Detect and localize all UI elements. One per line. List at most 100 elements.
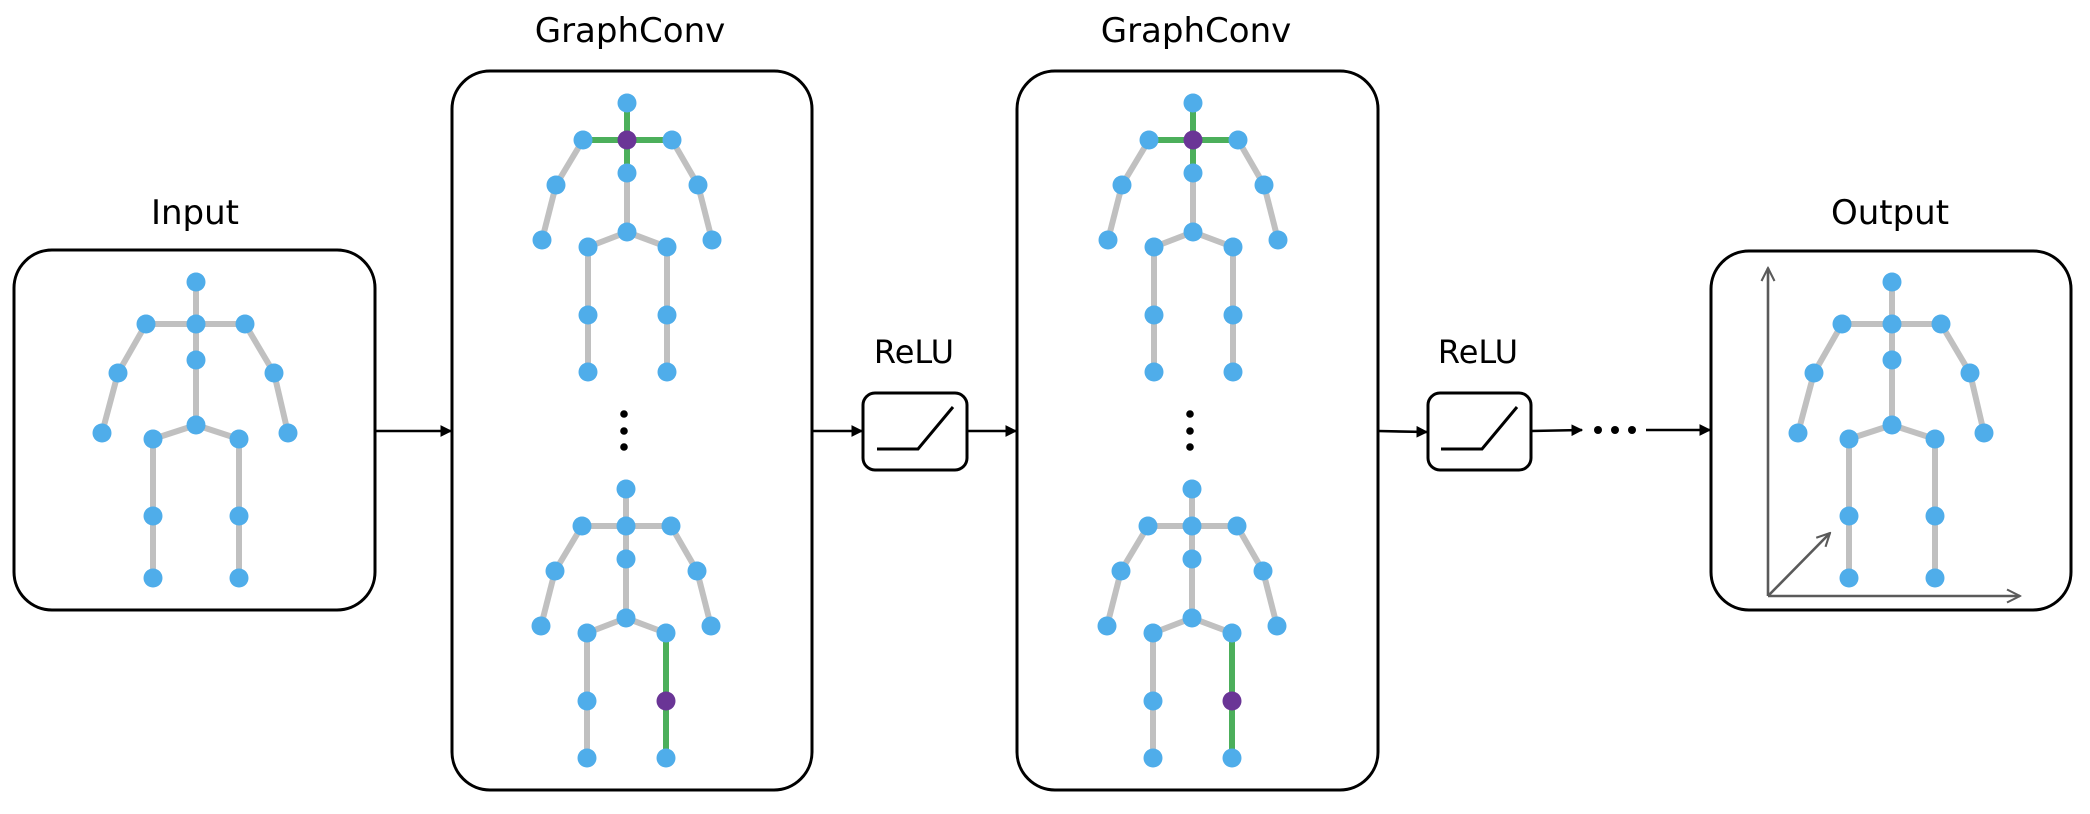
joint-spine bbox=[1182, 549, 1202, 569]
joint-r_hip bbox=[656, 623, 676, 643]
joint-l_shoulder bbox=[573, 130, 593, 150]
joint-neck bbox=[186, 314, 206, 334]
joint-l_ankle bbox=[143, 568, 163, 588]
joint-pelvis bbox=[1182, 608, 1202, 628]
ellipsis-dot bbox=[1186, 443, 1194, 451]
joint-l_wrist bbox=[1097, 616, 1117, 636]
arrow-relu-2-to-continuation bbox=[1530, 424, 1584, 437]
joint-l_shoulder bbox=[572, 516, 592, 536]
joint-l_shoulder bbox=[1138, 516, 1158, 536]
joint-l_elbow bbox=[1111, 561, 1131, 581]
joint-spine bbox=[186, 350, 206, 370]
joint-head bbox=[1183, 93, 1203, 113]
joint-pelvis bbox=[1882, 415, 1902, 435]
joint-spine bbox=[1183, 163, 1203, 183]
joint-r_shoulder bbox=[1931, 314, 1951, 334]
skeleton-bone bbox=[271, 372, 291, 434]
joint-l_ankle bbox=[1143, 748, 1163, 768]
joint-l_ankle bbox=[578, 362, 598, 382]
joint-r_knee bbox=[657, 305, 677, 325]
relu-1-title: ReLU bbox=[874, 333, 954, 371]
joint-l_wrist bbox=[532, 230, 552, 250]
joint-r_ankle bbox=[1925, 568, 1945, 588]
relu-1-box bbox=[861, 391, 969, 472]
joint-r_hip bbox=[229, 429, 249, 449]
ellipsis-dot bbox=[1611, 426, 1619, 434]
input-skeleton bbox=[92, 272, 298, 588]
joint-neck bbox=[1882, 314, 1902, 334]
joint-neck bbox=[616, 516, 636, 536]
joint-r_wrist bbox=[1268, 230, 1288, 250]
joint-r_hip bbox=[1223, 237, 1243, 257]
skeleton-bone bbox=[1967, 372, 1987, 434]
joint-r_wrist bbox=[1267, 616, 1287, 636]
joint-l_elbow bbox=[1112, 175, 1132, 195]
joint-r_shoulder bbox=[1227, 516, 1247, 536]
joint-r_knee bbox=[1925, 506, 1945, 526]
ellipsis-dot bbox=[620, 443, 628, 451]
relu-1-activation-icon bbox=[877, 406, 955, 451]
joint-r_ankle bbox=[229, 568, 249, 588]
graphconv-1-title: GraphConv bbox=[535, 11, 726, 51]
joint-r_elbow bbox=[1253, 561, 1273, 581]
joint-r_wrist bbox=[1974, 423, 1994, 443]
joint-r_shoulder bbox=[662, 130, 682, 150]
arrow-graphconv-2-to-relu-2 bbox=[1377, 425, 1429, 438]
joint-l_knee bbox=[577, 691, 597, 711]
ellipsis-dot bbox=[620, 427, 628, 435]
ellipsis-dot bbox=[620, 410, 628, 418]
joint-l_knee bbox=[1839, 506, 1859, 526]
ellipsis-dot bbox=[1186, 427, 1194, 435]
joint-l_hip bbox=[578, 237, 598, 257]
joint-r_ankle bbox=[1222, 748, 1242, 768]
output-skeleton bbox=[1788, 272, 1994, 588]
joint-head bbox=[617, 93, 637, 113]
skeleton-bone bbox=[99, 372, 121, 434]
joint-r_shoulder bbox=[1228, 130, 1248, 150]
z-axis-arrow bbox=[1767, 533, 1830, 597]
output-title: Output bbox=[1831, 193, 1949, 233]
joint-r_knee bbox=[1223, 305, 1243, 325]
graphconv-1-top-skeleton bbox=[532, 93, 722, 382]
joint-l_hip bbox=[1144, 237, 1164, 257]
joint-l_knee bbox=[1144, 305, 1164, 325]
joint-l_knee bbox=[143, 506, 163, 526]
joint-r_ankle bbox=[656, 748, 676, 768]
joint-r_hip bbox=[657, 237, 677, 257]
center-joint-r_knee bbox=[656, 691, 676, 711]
output-3d-axes bbox=[1768, 268, 2020, 596]
relu-2-activation-icon bbox=[1441, 406, 1519, 451]
center-joint-neck bbox=[617, 130, 637, 150]
joint-head bbox=[1882, 272, 1902, 292]
joint-pelvis bbox=[186, 415, 206, 435]
joint-l_hip bbox=[577, 623, 597, 643]
graphconv-2-bottom-skeleton bbox=[1097, 479, 1287, 768]
joint-r_wrist bbox=[278, 423, 298, 443]
graphconv-1-bottom-skeleton bbox=[531, 479, 721, 768]
joint-spine bbox=[1882, 350, 1902, 370]
joint-l_knee bbox=[578, 305, 598, 325]
graphconv-2-vertical-ellipsis bbox=[1186, 410, 1194, 451]
joint-l_shoulder bbox=[1832, 314, 1852, 334]
ellipsis-dot bbox=[1186, 410, 1194, 418]
joint-r_wrist bbox=[702, 230, 722, 250]
joint-head bbox=[186, 272, 206, 292]
ellipsis-dot bbox=[1628, 426, 1636, 434]
center-joint-neck bbox=[1183, 130, 1203, 150]
joint-l_ankle bbox=[577, 748, 597, 768]
joint-spine bbox=[616, 549, 636, 569]
joint-r_shoulder bbox=[235, 314, 255, 334]
joint-l_ankle bbox=[1839, 568, 1859, 588]
relu-2-title: ReLU bbox=[1438, 333, 1518, 371]
joint-l_elbow bbox=[1804, 363, 1824, 383]
skeleton-bone bbox=[1795, 372, 1817, 434]
continuation-ellipsis bbox=[1594, 426, 1636, 434]
joint-l_wrist bbox=[92, 423, 112, 443]
joint-r_ankle bbox=[657, 362, 677, 382]
joint-pelvis bbox=[616, 608, 636, 628]
joint-r_knee bbox=[229, 506, 249, 526]
center-joint-r_knee bbox=[1222, 691, 1242, 711]
ellipsis-dot bbox=[1594, 426, 1602, 434]
joint-l_hip bbox=[143, 429, 163, 449]
joint-l_hip bbox=[1143, 623, 1163, 643]
